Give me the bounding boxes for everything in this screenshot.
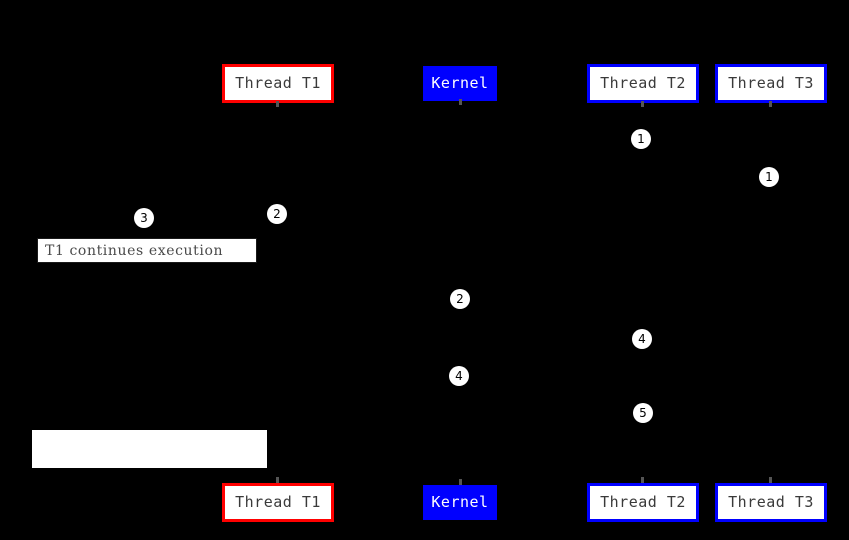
lifeline-stub — [769, 101, 772, 107]
step-marker-3: 3 — [134, 208, 154, 228]
lifeline-stub — [641, 101, 644, 107]
header-lifeline-kernel[interactable]: Kernel — [423, 66, 497, 101]
footer-lifeline-kernel[interactable]: Kernel — [423, 485, 497, 520]
footer-lifeline-thread-t2[interactable]: Thread T2 — [587, 483, 699, 522]
note-box: T1 continues execution — [37, 238, 257, 263]
step-marker-4: 4 — [449, 366, 469, 386]
lifeline-stub — [769, 477, 772, 483]
lifeline-stub — [276, 101, 279, 107]
step-marker-2: 2 — [267, 204, 287, 224]
header-lifeline-thread-t1[interactable]: Thread T1 — [222, 64, 334, 103]
step-marker-2: 2 — [450, 289, 470, 309]
lifeline-stub — [459, 479, 462, 485]
step-marker-5: 5 — [633, 403, 653, 423]
header-lifeline-thread-t3[interactable]: Thread T3 — [715, 64, 827, 103]
lifeline-stub — [459, 99, 462, 105]
step-marker-1: 1 — [759, 167, 779, 187]
footer-lifeline-thread-t1[interactable]: Thread T1 — [222, 483, 334, 522]
note-box-blank — [32, 430, 267, 468]
header-lifeline-thread-t2[interactable]: Thread T2 — [587, 64, 699, 103]
lifeline-stub — [276, 477, 279, 483]
footer-lifeline-thread-t3[interactable]: Thread T3 — [715, 483, 827, 522]
step-marker-1: 1 — [631, 129, 651, 149]
step-marker-4: 4 — [632, 329, 652, 349]
lifeline-stub — [641, 477, 644, 483]
